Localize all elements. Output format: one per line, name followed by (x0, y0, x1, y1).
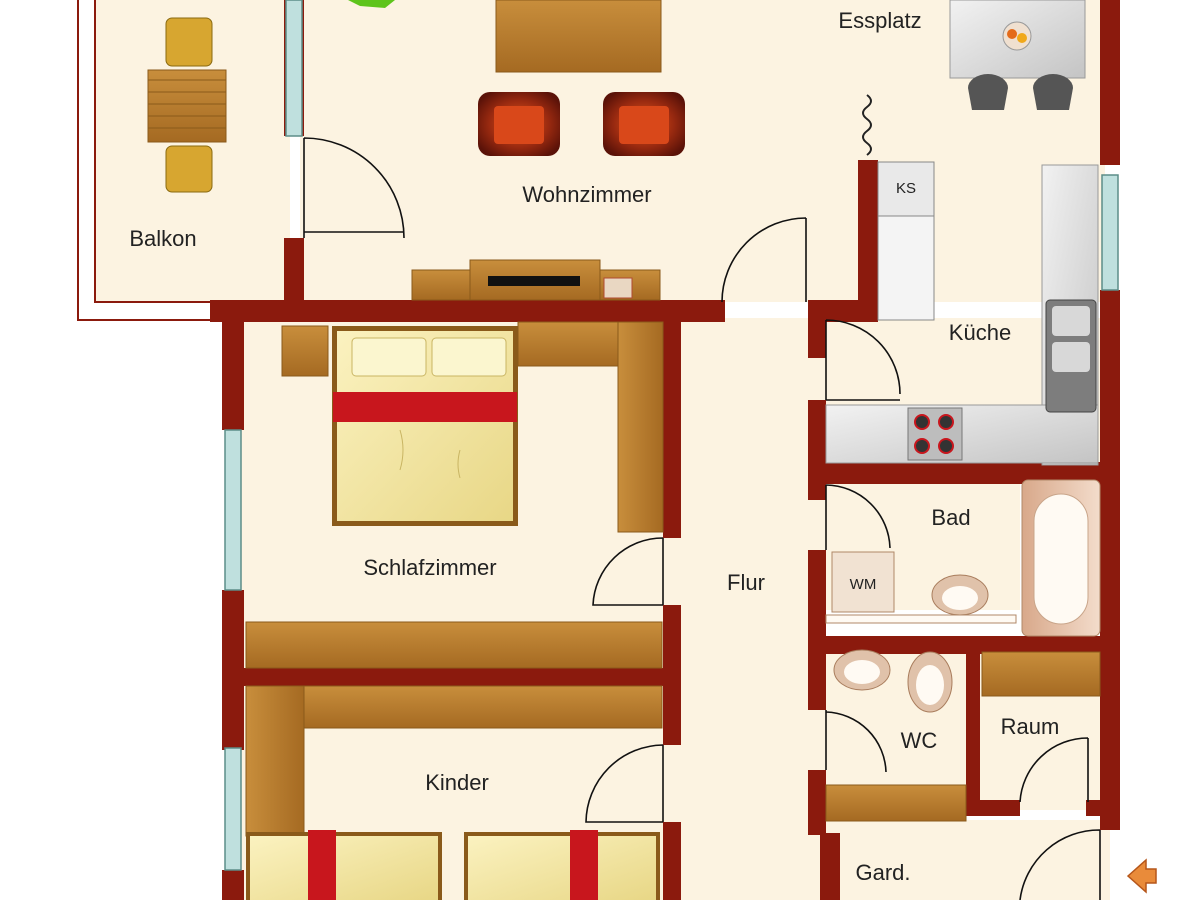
room-label-essplatz: Essplatz (838, 8, 921, 33)
living-table (495, 0, 662, 73)
sink-icon (1045, 299, 1097, 413)
wc-washbasin (833, 649, 891, 691)
doors (303, 137, 1101, 900)
bedroom-wardrobe-long (245, 621, 663, 669)
washing-machine: WM (831, 551, 895, 613)
bathtub (1021, 479, 1101, 637)
kids-wardrobe (245, 685, 663, 837)
fridge-label: KS (896, 180, 916, 197)
radiator-icon (862, 94, 872, 156)
arrow-left-icon[interactable] (1126, 858, 1157, 894)
room-label-kueche: Küche (949, 320, 1011, 345)
walls (210, 0, 1120, 900)
room-label-schlafzimmer: Schlafzimmer (363, 555, 496, 580)
armchair-right (603, 92, 685, 156)
room-label-kinder: Kinder (425, 770, 489, 795)
armchair-left (478, 92, 560, 156)
fridge: KS (877, 161, 935, 321)
bedroom-nightstand (281, 325, 329, 377)
plant-icon (348, 0, 395, 8)
room-label-raum: Raum (1001, 714, 1060, 739)
washer-label: WM (850, 576, 877, 593)
room-label-balkon: Balkon (129, 226, 196, 251)
wardrobe-raum (981, 651, 1101, 697)
bath-washbasin (931, 574, 989, 616)
tv-sideboard (411, 259, 661, 301)
windows (224, 0, 1119, 871)
room-label-garderobe: Gard. (855, 860, 910, 885)
room-label-wohnzimmer: Wohnzimmer (522, 182, 651, 207)
toilet (907, 651, 953, 713)
kids-bed-right (464, 830, 660, 900)
dining-chairs (968, 74, 1073, 110)
room-label-bad: Bad (931, 505, 970, 530)
dining-table (949, 0, 1086, 79)
balcony-table-set (147, 17, 227, 193)
double-bed (332, 326, 518, 526)
room-labels: Essplatz Wohnzimmer Balkon Küche Schlafz… (129, 8, 1059, 885)
stove-icon (907, 407, 963, 461)
shoe-cabinet (825, 784, 967, 822)
bath-shelf (825, 614, 1017, 624)
room-label-flur: Flur (727, 570, 765, 595)
bedroom-wardrobe-corner (517, 321, 664, 533)
kids-bed-left (246, 830, 442, 900)
room-label-wc: WC (901, 728, 938, 753)
